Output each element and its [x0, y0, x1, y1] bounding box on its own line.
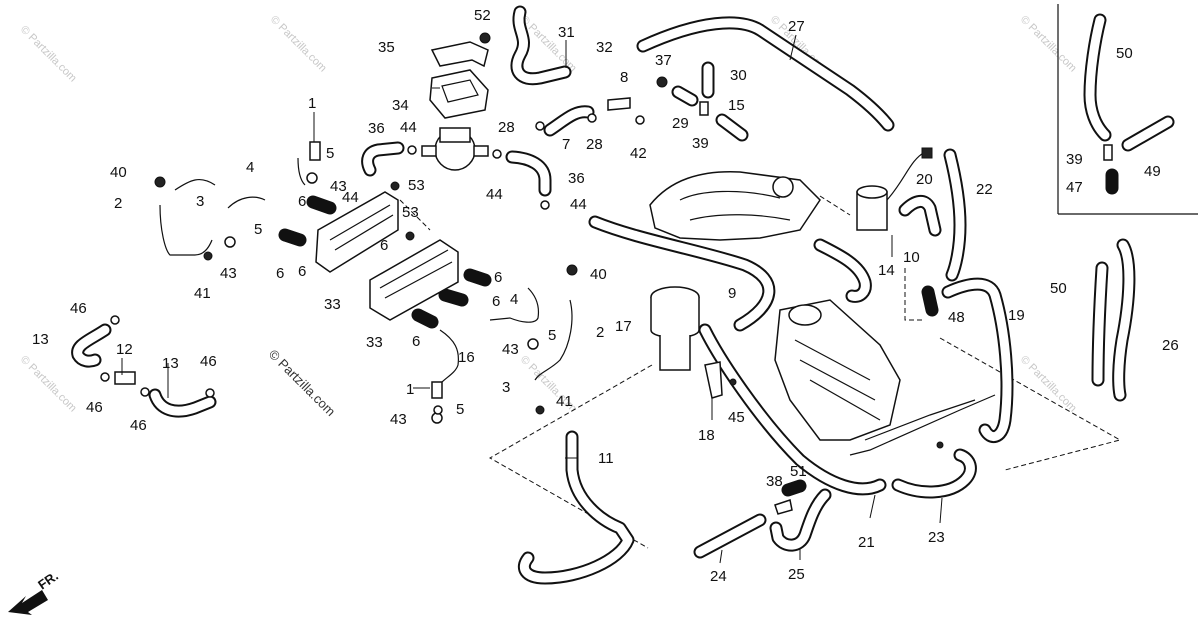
callout-46b: 46 — [200, 353, 217, 370]
callout-1a: 1 — [308, 95, 316, 112]
callout-50b: 50 — [1050, 280, 1067, 297]
direction-label: FR. — [35, 568, 61, 592]
callout-5a: 5 — [326, 145, 334, 162]
callout-16: 16 — [458, 349, 475, 366]
callout-36b: 36 — [568, 170, 585, 187]
callout-29: 29 — [672, 115, 689, 132]
callout-19: 19 — [1008, 307, 1025, 324]
callout-40a: 40 — [110, 164, 127, 181]
callout-39a: 39 — [692, 135, 709, 152]
callout-3b: 3 — [502, 379, 510, 396]
callout-40b: 40 — [590, 266, 607, 283]
callout-4b: 4 — [510, 291, 518, 308]
callout-23: 23 — [928, 529, 945, 546]
hoses — [71, 5, 1175, 585]
callout-39b: 39 — [1066, 151, 1083, 168]
callout-6d: 6 — [380, 237, 388, 254]
callout-46d: 46 — [130, 417, 147, 434]
callout-5d: 5 — [456, 401, 464, 418]
callout-43d: 43 — [390, 411, 407, 428]
callout-41a: 41 — [194, 285, 211, 302]
callout-6g: 6 — [412, 333, 420, 350]
callout-2b: 2 — [596, 324, 604, 341]
callout-31: 31 — [558, 24, 575, 41]
callout-37: 37 — [655, 52, 672, 69]
callout-11: 11 — [598, 450, 614, 467]
callout-33b: 33 — [366, 334, 383, 351]
callout-6e: 6 — [494, 269, 502, 286]
callout-45: 45 — [728, 409, 745, 426]
callout-15: 15 — [728, 97, 745, 114]
leader-lines — [121, 34, 943, 564]
callout-35: 35 — [378, 39, 395, 56]
callout-21: 21 — [858, 534, 875, 551]
callout-10: 10 — [903, 249, 920, 266]
callout-8: 8 — [620, 69, 628, 86]
callout-46a: 46 — [70, 300, 87, 317]
callout-20: 20 — [916, 171, 933, 188]
callout-47: 47 — [1066, 179, 1083, 196]
callout-13a: 13 — [32, 331, 49, 348]
callout-42: 42 — [630, 145, 647, 162]
callout-44d: 44 — [570, 196, 587, 213]
callout-27: 27 — [788, 18, 805, 35]
callout-12: 12 — [116, 341, 133, 358]
callout-32: 32 — [596, 39, 613, 56]
callout-30: 30 — [730, 67, 747, 84]
watermark-mid-left: © Partzilla.com — [18, 354, 79, 415]
copyright-stamp: © Partzilla.com — [266, 347, 339, 420]
callout-26: 26 — [1162, 337, 1179, 354]
callout-34: 34 — [392, 97, 409, 114]
callout-6f: 6 — [492, 293, 500, 310]
callout-48: 48 — [948, 309, 965, 326]
callout-17: 17 — [615, 318, 632, 335]
callout-44c: 44 — [342, 189, 359, 206]
callout-53a: 53 — [408, 177, 425, 194]
watermark-top-4: © Partzilla.com — [1018, 14, 1079, 75]
callout-6a: 6 — [298, 193, 306, 210]
callout-49: 49 — [1144, 163, 1161, 180]
callout-28a: 28 — [498, 119, 515, 136]
callout-22: 22 — [976, 181, 993, 198]
callout-7: 7 — [562, 136, 570, 153]
watermark-top-left: © Partzilla.com — [18, 24, 79, 85]
callout-3a: 3 — [196, 193, 204, 210]
callout-46c: 46 — [86, 399, 103, 416]
callout-41b: 41 — [556, 393, 573, 410]
callout-14: 14 — [878, 262, 895, 279]
callout-51: 51 — [790, 463, 807, 480]
callout-6b: 6 — [276, 265, 284, 282]
callout-50a: 50 — [1116, 45, 1133, 62]
watermark-mid-right: © Partzilla.com — [1018, 354, 1079, 415]
callout-43a: 43 — [330, 178, 347, 195]
callout-44a: 44 — [400, 119, 417, 136]
callout-33a: 33 — [324, 296, 341, 313]
callout-labels: 1 1 2 2 3 3 4 4 5 5 5 5 6 6 6 6 6 6 6 7 … — [32, 7, 1179, 585]
callout-2a: 2 — [114, 195, 122, 212]
callout-9: 9 — [728, 285, 736, 302]
callout-44b: 44 — [486, 186, 503, 203]
front-arrow-icon — [8, 590, 48, 615]
callout-52: 52 — [474, 7, 491, 24]
callout-4a: 4 — [246, 159, 254, 176]
callout-13b: 13 — [162, 355, 179, 372]
direction-indicator: FR. — [8, 568, 61, 615]
callout-24: 24 — [710, 568, 727, 585]
callout-43c: 43 — [502, 341, 519, 358]
callout-5b: 5 — [254, 221, 262, 238]
callout-5c: 5 — [548, 327, 556, 344]
callout-6c: 6 — [298, 263, 306, 280]
inset-box — [1057, 4, 1198, 215]
callout-53b: 53 — [402, 204, 419, 221]
components — [100, 32, 1113, 515]
callout-1b: 1 — [406, 381, 414, 398]
callout-36a: 36 — [368, 120, 385, 137]
callout-28b: 28 — [586, 136, 603, 153]
callout-38: 38 — [766, 473, 783, 490]
callout-25: 25 — [788, 566, 805, 583]
callout-18: 18 — [698, 427, 715, 444]
callout-43b: 43 — [220, 265, 237, 282]
watermark-top-1: © Partzilla.com — [268, 14, 329, 75]
